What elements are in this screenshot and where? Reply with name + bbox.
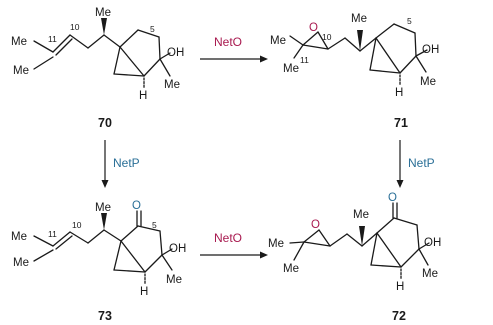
c70-me-label: Me [95, 7, 111, 19]
c70-oh-label: OH [167, 47, 184, 59]
enzyme-neto-label: NetO [214, 35, 242, 49]
c70-me-label: Me [13, 65, 29, 77]
c72-h-label: H [396, 281, 404, 293]
compound-71-structure [289, 23, 428, 86]
c72-epoxide-oxygen: O [311, 219, 320, 231]
arrow-73-to-72 [200, 251, 268, 259]
c71-epoxide-oxygen: O [309, 22, 318, 34]
compound-70-label: 70 [98, 116, 112, 130]
c72-me-label: Me [422, 268, 438, 280]
c71-me-label: Me [420, 76, 436, 88]
c70-c10-number: 10 [70, 22, 80, 32]
c70-c11-number: 11 [48, 34, 57, 44]
compound-72-structure [289, 202, 430, 280]
c73-me-label: Me [13, 257, 29, 269]
arrow-71-to-72 [396, 140, 404, 188]
c71-me-label: Me [270, 35, 286, 47]
arrow-70-to-71 [200, 55, 268, 63]
c72-carbonyl-oxygen: O [388, 192, 397, 204]
c73-me-label: Me [166, 274, 182, 286]
c70-h-label: H [139, 90, 147, 102]
enzyme-neto-label: NetO [214, 231, 242, 245]
compound-73-structure [33, 210, 173, 285]
c71-c10-number: 10 [322, 32, 332, 42]
c72-me-label: Me [268, 238, 284, 250]
c73-c5-number: 5 [152, 220, 157, 230]
c71-oh-label: OH [422, 44, 439, 56]
c73-h-label: H [140, 286, 148, 298]
compound-73-label: 73 [98, 309, 112, 323]
c73-carbonyl-oxygen: O [132, 200, 141, 212]
c71-c11-number: 11 [300, 55, 309, 65]
c71-me-label: Me [283, 63, 299, 75]
arrow-70-to-73 [101, 140, 109, 188]
enzyme-netp-label: NetP [408, 156, 435, 170]
c71-me-label: Me [351, 13, 367, 25]
compound-72-label: 72 [392, 309, 406, 323]
compound-70-structure [33, 18, 171, 89]
c72-me-label: Me [353, 209, 369, 221]
c73-me-label: Me [11, 231, 27, 243]
c71-h-label: H [395, 87, 403, 99]
c70-me-label: Me [164, 79, 180, 91]
c73-c11-number: 11 [48, 229, 57, 239]
compound-71-label: 71 [394, 116, 408, 130]
c73-oh-label: OH [169, 243, 186, 255]
c72-me-label: Me [283, 263, 299, 275]
c71-c5-number: 5 [407, 16, 412, 26]
c70-c5-number: 5 [150, 24, 155, 34]
c72-oh-label: OH [424, 237, 441, 249]
c73-me-label: Me [95, 202, 111, 214]
c73-c10-number: 10 [72, 220, 82, 230]
c70-me-label: Me [11, 36, 27, 48]
enzyme-netp-label: NetP [113, 156, 140, 170]
